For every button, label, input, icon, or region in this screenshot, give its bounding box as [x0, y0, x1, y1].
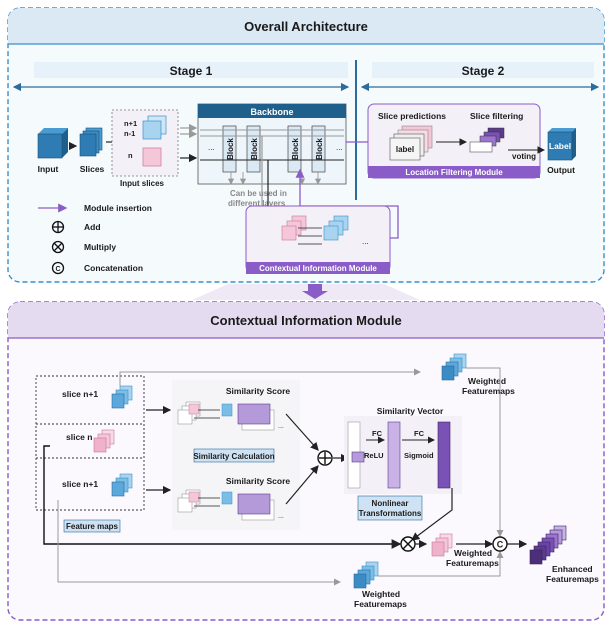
- panel-connector: [192, 284, 420, 300]
- concat-operator: C: [492, 536, 508, 552]
- slice-filtering-label: Slice filtering: [470, 111, 523, 121]
- multiply-icon: [51, 240, 65, 254]
- stage2-header: Stage 2: [360, 62, 600, 92]
- slice-nm1-label: n-1: [124, 129, 135, 138]
- input-slices-label: Input slices: [120, 179, 165, 188]
- location-filtering-module: Location Filtering Module Slice predicti…: [367, 103, 546, 179]
- block-4-label: Block: [315, 138, 324, 160]
- overall-architecture-title: Overall Architecture: [244, 19, 368, 34]
- backbone-dots-right: ...: [336, 143, 343, 152]
- similarity-vector-label: Similarity Vector: [377, 406, 444, 416]
- enhanced-featuremaps: Enhanced Featuremaps: [529, 525, 599, 584]
- add-operator: [317, 450, 333, 466]
- legend-module-insertion: Module insertion: [84, 203, 152, 213]
- weighted-bot-label-2: Featuremaps: [354, 599, 407, 609]
- feature-group-bottom: [35, 423, 145, 511]
- legend-multiply: Multiply: [84, 242, 116, 252]
- contextual-module-small-label: Contextual Information Module: [259, 264, 377, 273]
- location-filtering-label: Location Filtering Module: [405, 168, 503, 177]
- block-2: Block: [246, 125, 261, 173]
- input-volume: Input: [38, 128, 68, 174]
- similarity-calculation-region: Similarity Score ... Similarity Calculat…: [172, 380, 300, 530]
- feature-map-slice-n1-top: slice n+1: [62, 385, 133, 409]
- slice-n1-top-label: slice n+1: [62, 389, 98, 399]
- input-slices-box: n+1 n-1 n Input slices: [111, 109, 179, 188]
- slice-n-label-bottom: slice n: [66, 432, 92, 442]
- concat-symbol: C: [497, 540, 504, 550]
- weighted-mid-label-2: Featuremaps: [446, 558, 499, 568]
- fc2-label: FC: [414, 429, 425, 438]
- nonlinear-label-1: Nonlinear: [372, 499, 409, 508]
- multiply-operator: [400, 536, 416, 552]
- output-label-box: Label Output: [547, 128, 576, 175]
- legend-add: Add: [84, 222, 101, 232]
- feature-map-slice-n1-bottom: slice n+1: [62, 473, 133, 497]
- contextual-information-title: Contextual Information Module: [210, 313, 401, 328]
- slice-n-label: n: [128, 151, 133, 160]
- weighted-top-label-2: Featuremaps: [462, 386, 515, 396]
- weighted-bot-label-1: Weighted: [362, 589, 400, 599]
- feature-maps-tag: Feature maps: [63, 519, 121, 533]
- nonlinear-transform-region: Similarity Vector FC ReLU FC Sigmoid Non…: [344, 406, 462, 521]
- slice-predictions-label: Slice predictions: [378, 111, 446, 121]
- block-3-label: Block: [291, 138, 300, 160]
- block-3: Block: [287, 125, 302, 173]
- stage1-header: Stage 1: [12, 62, 350, 92]
- contextual-module-dots: ...: [362, 237, 369, 246]
- input-label: Input: [38, 164, 59, 174]
- enhanced-label-1: Enhanced: [552, 564, 593, 574]
- score-dots-bottom: ...: [278, 513, 284, 520]
- contextual-module-small: Contextual Information Module ...: [245, 205, 391, 274]
- legend-concat-symbol: C: [55, 266, 60, 273]
- voting-label: voting: [512, 152, 536, 161]
- block-4: Block: [311, 125, 326, 173]
- backbone-dots-left: ...: [208, 143, 215, 152]
- concatenation-icon: [51, 261, 65, 275]
- slice-n1-bottom-label: slice n+1: [62, 479, 98, 489]
- legend: Module insertion Add Multiply C Concaten…: [38, 203, 152, 275]
- score-dots-top: ...: [278, 423, 284, 430]
- prediction-label: label: [396, 145, 414, 154]
- weighted-top-label-1: Weighted: [468, 376, 506, 386]
- output-label: Output: [547, 165, 575, 175]
- legend-concatenation: Concatenation: [84, 263, 143, 273]
- similarity-score-top-label: Similarity Score: [226, 386, 291, 396]
- enhanced-label-2: Featuremaps: [546, 574, 599, 584]
- weighted-mid-label-1: Weighted: [454, 548, 492, 558]
- can-be-used-text-2: different layers: [228, 199, 286, 208]
- block-1: Block: [222, 125, 237, 173]
- stage1-label: Stage 1: [170, 64, 213, 78]
- backbone-title: Backbone: [250, 107, 293, 117]
- relu-label: ReLU: [364, 451, 384, 460]
- feature-group-top: [35, 375, 145, 459]
- slices-stack: Slices: [79, 127, 105, 174]
- fc1-label: FC: [372, 429, 383, 438]
- slices-label: Slices: [80, 164, 105, 174]
- weighted-featuremaps-bottom: Weighted Featuremaps: [353, 561, 407, 609]
- backbone: Backbone ... ... Block Block Block Block: [197, 103, 347, 185]
- similarity-calculation-label: Similarity Calculation: [193, 452, 274, 461]
- stage2-label: Stage 2: [462, 64, 505, 78]
- feature-maps-label: Feature maps: [66, 522, 119, 531]
- feature-map-slice-n: slice n: [66, 429, 115, 453]
- contextual-information-panel: Contextual Information Module: [7, 301, 605, 621]
- weighted-featuremaps-middle: Weighted Featuremaps: [431, 533, 499, 568]
- slice-n1-label: n+1: [124, 119, 137, 128]
- block-2-label: Block: [250, 138, 259, 160]
- weighted-featuremaps-top: Weighted Featuremaps: [441, 353, 515, 396]
- output-label-text: Label: [549, 141, 571, 151]
- sigmoid-label: Sigmoid: [404, 451, 434, 460]
- block-1-label: Block: [226, 138, 235, 160]
- similarity-score-bottom-label: Similarity Score: [226, 476, 291, 486]
- can-be-used-text-1: Can be used in: [230, 189, 287, 198]
- nonlinear-label-2: Transformations: [359, 509, 422, 518]
- add-icon: [51, 220, 65, 234]
